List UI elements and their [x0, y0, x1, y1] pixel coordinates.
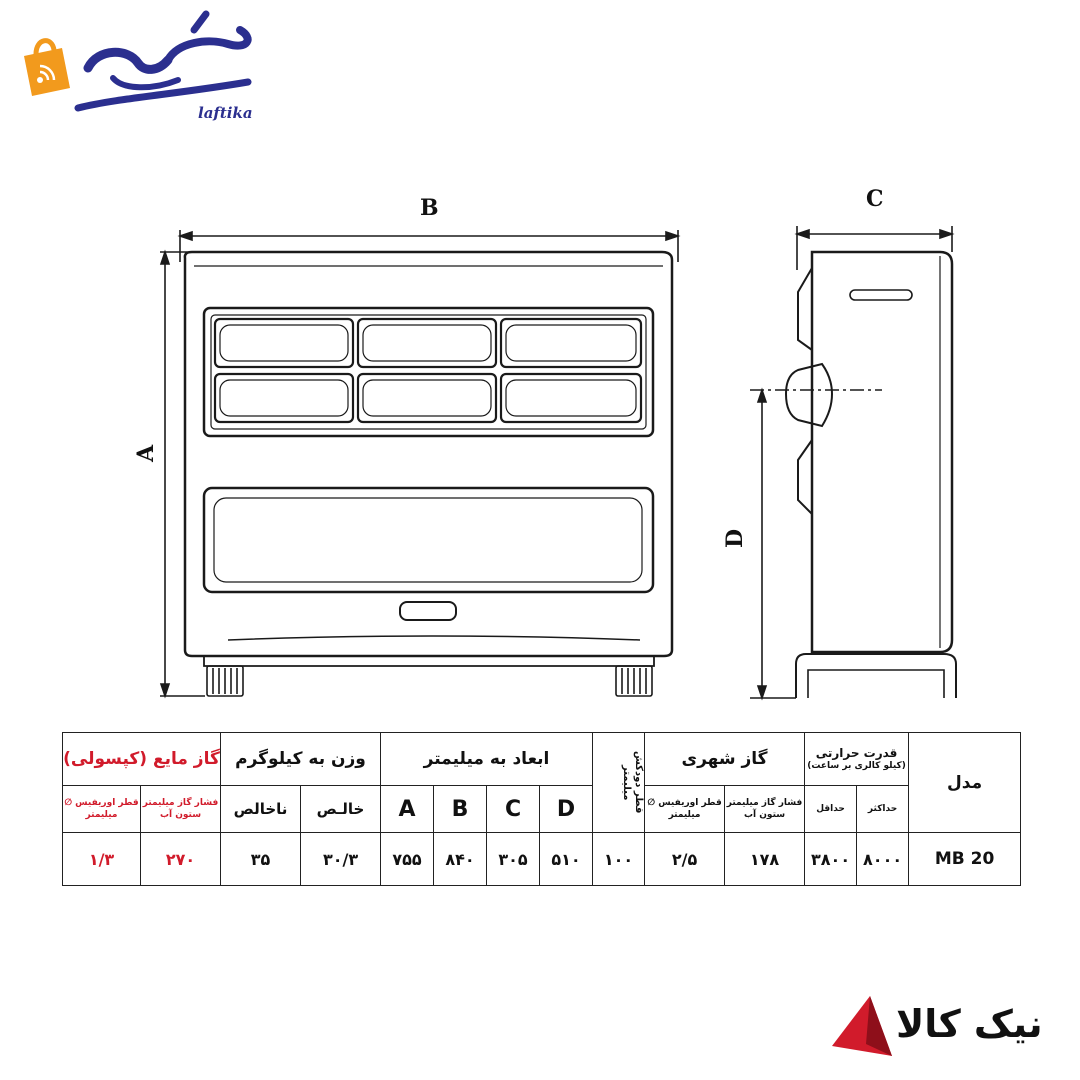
dimension-c — [794, 226, 955, 270]
heater-dimension-diagram: B C A D — [0, 170, 1080, 710]
laftika-logo-graphic: laftika — [24, 10, 253, 122]
cell-d: ۵۱۰ — [539, 832, 594, 886]
side-view — [750, 250, 957, 698]
header-heat-capacity: قدرت حرارتی (کیلو کالری بر ساعت) — [804, 732, 910, 786]
cell-gross: ۳۵ — [220, 832, 302, 886]
header-city-gas: گاز شهری — [644, 732, 806, 786]
grille-windows — [213, 317, 643, 424]
cell-b: ۸۴۰ — [433, 832, 488, 886]
cell-max: ۸۰۰۰ — [856, 832, 910, 886]
dim-label-d: D — [722, 529, 748, 548]
nikkala-logo-text: نیک کالا — [896, 1002, 1043, 1046]
cell-lpg-orifice: ۱/۳ — [61, 832, 142, 886]
front-feet — [206, 665, 653, 697]
cell-city-orifice: ۲/۵ — [644, 832, 726, 886]
spec-table: مدل قدرت حرارتی (کیلو کالری بر ساعت) گاز… — [61, 732, 1022, 886]
header-lpg-pressure: فشار گاز میلیمتر ستون آب — [140, 785, 222, 833]
cell-a: ۷۵۵ — [380, 832, 435, 886]
header-max: حداکثر — [856, 785, 910, 833]
heater-drawing: B C A D — [133, 186, 957, 701]
shopping-bag-icon — [24, 38, 70, 96]
header-dim-c: C — [486, 785, 541, 833]
header-min: حداقل — [804, 785, 858, 833]
header-city-pressure: فشار گاز میلیمتر ستون آب — [724, 785, 806, 833]
header-model: مدل — [908, 732, 1022, 833]
cell-city-pressure: ۱۷۸ — [724, 832, 806, 886]
laftika-script-mark — [74, 10, 252, 112]
dim-label-a: A — [133, 444, 159, 463]
red-triangle-icon — [832, 996, 892, 1056]
header-dim-a: A — [380, 785, 435, 833]
flue-label: قطر دودکش میلیمتر — [621, 751, 645, 814]
dimension-d — [750, 387, 796, 701]
heat-capacity-unit: (کیلو کالری بر ساعت) — [807, 760, 906, 771]
heat-capacity-title: قدرت حرارتی — [815, 745, 898, 760]
cell-net: ۳۰/۳ — [300, 832, 382, 886]
header-dim-b: B — [433, 785, 488, 833]
header-flue: قطر دودکش میلیمتر — [592, 732, 646, 833]
header-gross: ناخالص — [220, 785, 302, 833]
front-view — [183, 250, 674, 697]
header-lpg: گاز مایع (کپسولی) — [61, 732, 222, 786]
header-lpg-orifice: قطر اوریفیس ∅ میلیمتر — [61, 785, 142, 833]
cell-min: ۳۸۰۰ — [804, 832, 858, 886]
table-row: MB 20 ۸۰۰۰ ۳۸۰۰ ۱۷۸ ۲/۵ ۱۰۰ ۵۱۰ ۳۰۵ ۸۴۰ … — [61, 832, 1022, 886]
dim-label-c: C — [866, 186, 884, 212]
dim-label-b: B — [420, 195, 439, 221]
header-dimensions: ابعاد به میلیمتر — [380, 732, 594, 786]
laftika-sub: laftika — [198, 104, 253, 122]
laftika-logo: laftika — [18, 8, 258, 128]
cell-model: MB 20 — [908, 832, 1022, 886]
dimension-a — [159, 249, 205, 699]
header-dim-d: D — [539, 785, 594, 833]
header-city-orifice: قطر اوریفیس ∅ میلیمتر — [644, 785, 726, 833]
cell-c: ۳۰۵ — [486, 832, 541, 886]
header-weight: وزن به کیلوگرم — [220, 732, 382, 786]
dimension-b — [177, 230, 681, 262]
cell-lpg-pressure: ۲۷۰ — [140, 832, 222, 886]
cell-flue: ۱۰۰ — [592, 832, 646, 886]
header-net: خالـص — [300, 785, 382, 833]
nikkala-logo: نیک کالا — [826, 990, 1066, 1065]
